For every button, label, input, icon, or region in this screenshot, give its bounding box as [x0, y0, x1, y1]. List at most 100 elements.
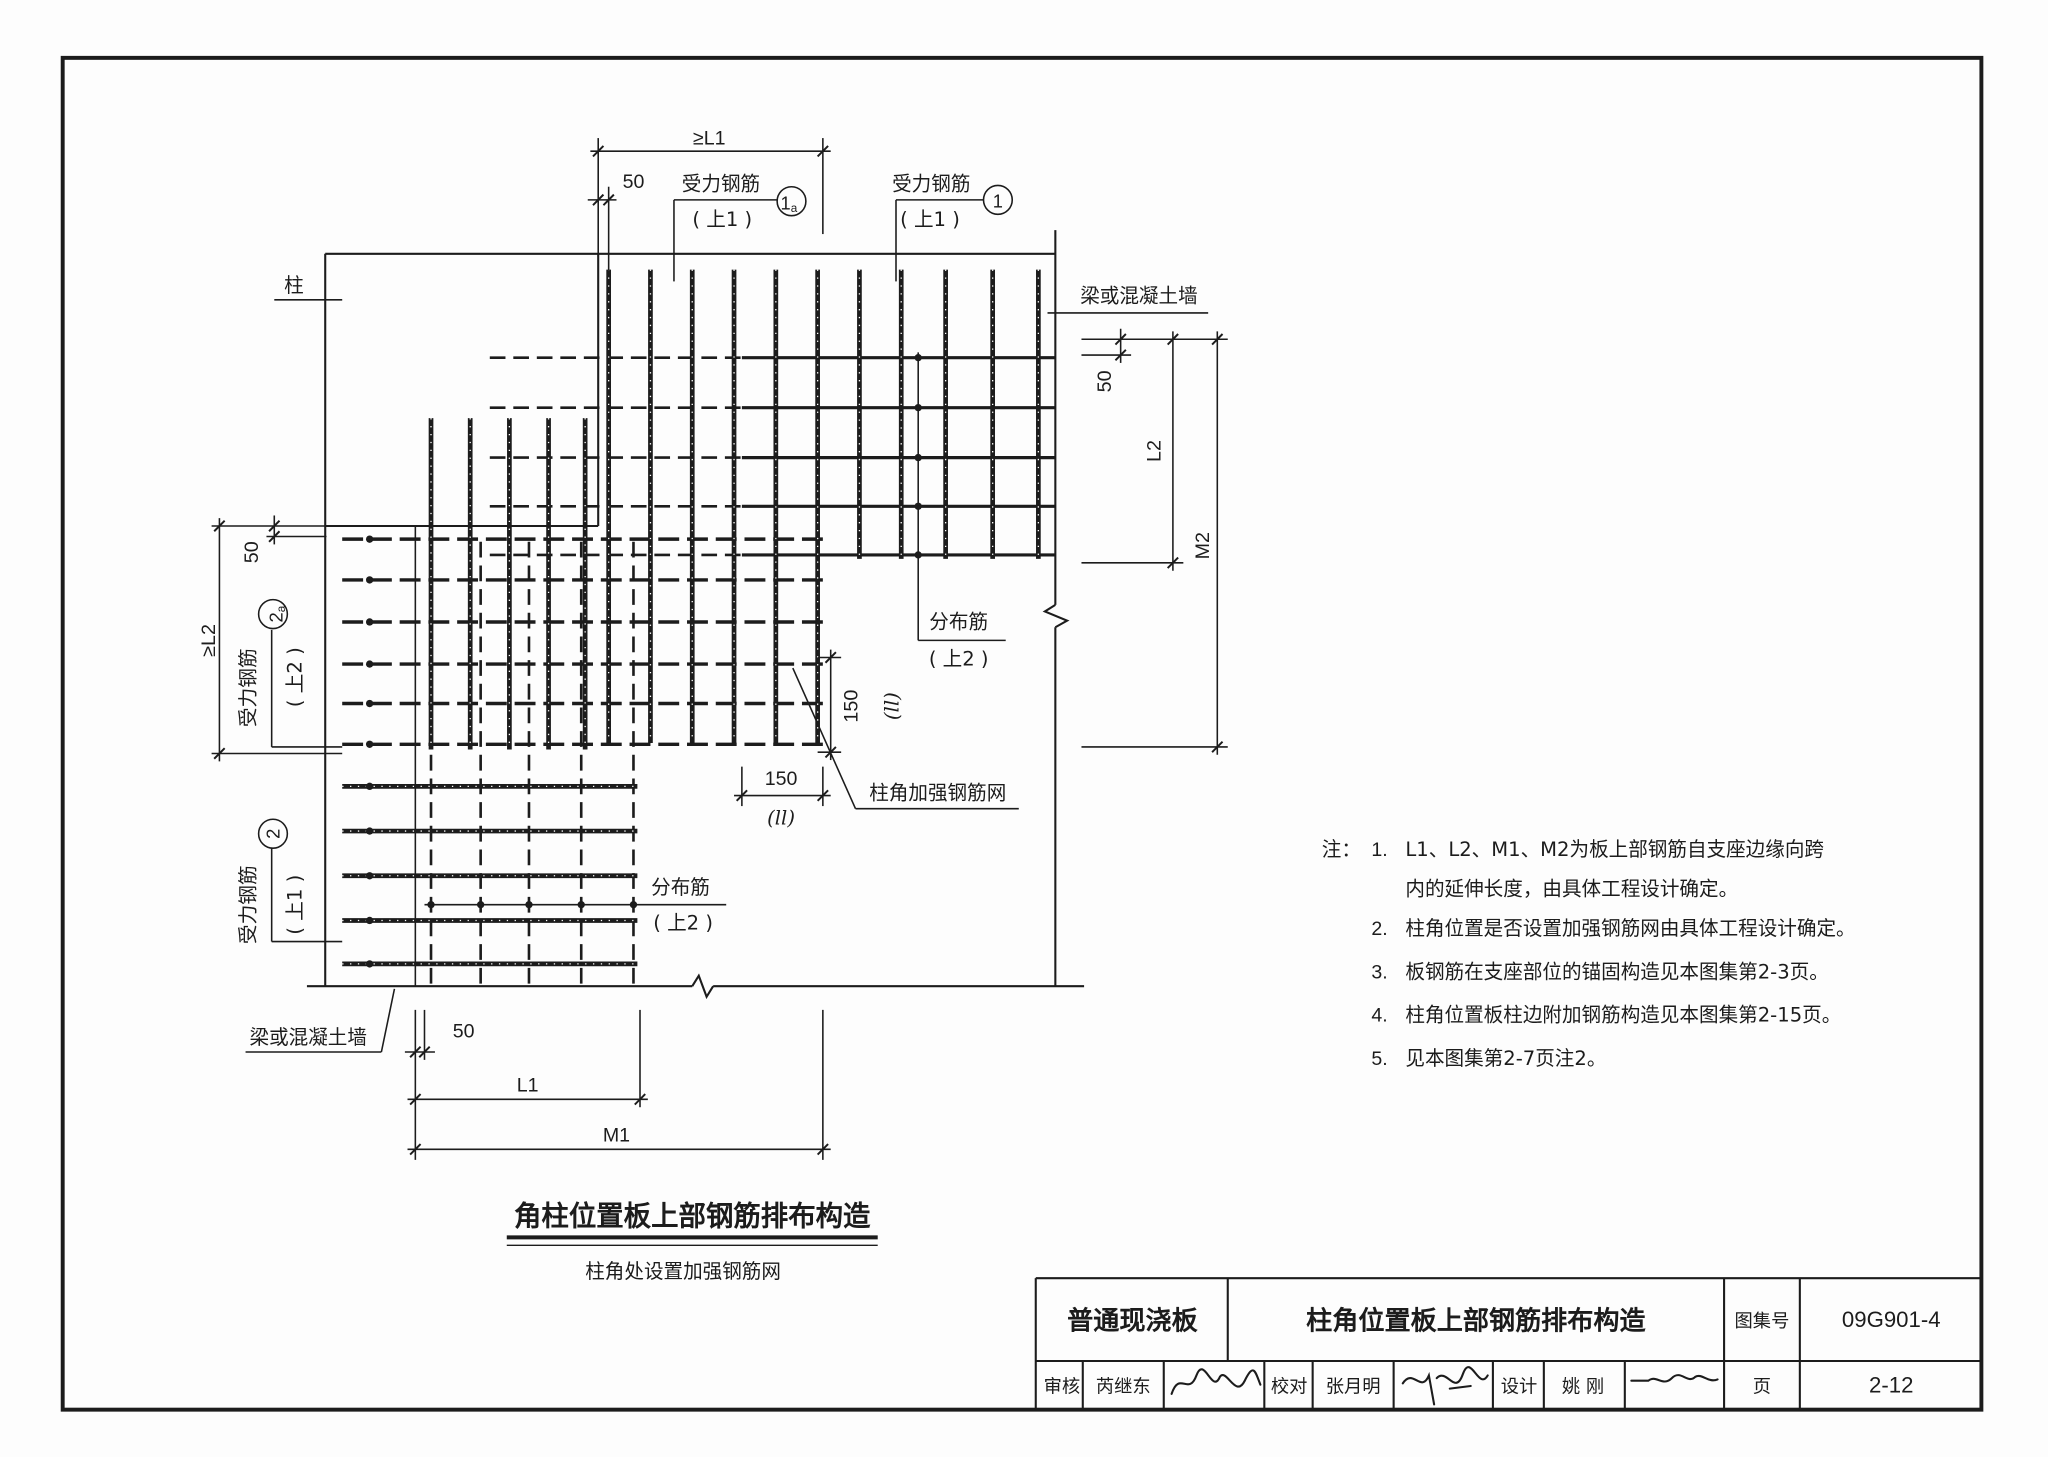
- dim-right-m2-label: M2: [1192, 532, 1214, 559]
- drawing-subtitle: 柱角处设置加强钢筋网: [585, 1260, 781, 1283]
- rebar-2a-layer: ( 上2 ): [284, 647, 307, 707]
- rebar-2a-dot-5: [365, 699, 374, 708]
- checker-signature: [1401, 1366, 1489, 1406]
- dim-right-l2-label: L2: [1144, 440, 1166, 462]
- dim-top-50-label: 50: [623, 171, 645, 193]
- notes-prefix: 注：: [1322, 838, 1361, 861]
- marker-2a: 2a: [257, 598, 289, 630]
- rebar-2-dot-5: [365, 960, 374, 968]
- tb-checker-role: 校对: [1271, 1377, 1308, 1398]
- note-5-num: 5.: [1371, 1048, 1387, 1070]
- tb-category: 普通现浇板: [1067, 1305, 1198, 1336]
- rebar-2a-dot-3: [365, 618, 374, 626]
- rebar-2-dot-1: [365, 782, 374, 791]
- tb-page-number: 2-12: [1869, 1372, 1913, 1397]
- rebar-2-dot-2: [365, 827, 374, 835]
- marker-2a-sub: a: [274, 605, 287, 612]
- break-symbol-bottom: [691, 973, 715, 1000]
- marker-2a-num: 2: [265, 612, 286, 622]
- tb-page-label: 页: [1753, 1377, 1771, 1398]
- dim-right-50-label: 50: [1094, 370, 1116, 392]
- dim-bottom-l1-label: L1: [517, 1074, 539, 1096]
- lap-corner-v-label: (ll): [881, 692, 904, 720]
- rebar-2a-dot-2: [365, 576, 374, 584]
- dim-bottom-50-label: 50: [453, 1020, 475, 1042]
- dim-left-l2-label: ≥L2: [198, 624, 220, 657]
- title-block: 普通现浇板 柱角位置板上部钢筋排布构造 图集号 09G901-4 审核 芮继东 …: [1034, 1277, 1982, 1410]
- dimension-layer: [211, 138, 1228, 1160]
- notes: 注： 1. L1、L2、M1、M2为板上部钢筋自支座边缘向跨 内的延伸长度，由具…: [1322, 838, 1856, 1070]
- dim-corner-v-label: 150: [841, 690, 863, 723]
- tb-atlas-label: 图集号: [1735, 1311, 1790, 1332]
- designer-signature: [1630, 1374, 1719, 1383]
- note-2-line-1: 柱角位置是否设置加强钢筋网由具体工程设计确定。: [1405, 917, 1855, 940]
- distribution-upper-layer: ( 上2 ): [929, 647, 989, 670]
- tb-designer: 姚 刚: [1562, 1377, 1604, 1398]
- marker-1a: 1a: [776, 185, 807, 217]
- label-layer: 柱 ≥L1 50 受力钢筋 ( 上1 ) 1a 受力钢筋 ( 上1 ) 1 梁或…: [198, 128, 1214, 1147]
- distribution-upper-name: 分布筋: [929, 611, 988, 634]
- rebar-2-dot-4: [365, 916, 374, 925]
- leader-mesh-diag: [792, 667, 857, 810]
- column-label: 柱: [284, 274, 304, 297]
- rebar-2-layer: ( 上1 ): [284, 875, 307, 935]
- marker-1-ring: [982, 184, 1014, 216]
- distribution-lower-name: 分布筋: [651, 876, 710, 899]
- drawing-title: 角柱位置板上部钢筋排布构造: [514, 1200, 871, 1232]
- sheet-frame: [60, 55, 1984, 1412]
- marker-1-num: 1: [993, 191, 1003, 212]
- marker-2a-text: 2a: [265, 605, 287, 622]
- note-1-line-2: 内的延伸长度，由具体工程设计确定。: [1405, 877, 1738, 900]
- note-5-line-1: 见本图集第2-7页注2。: [1405, 1047, 1606, 1070]
- rebar-2-name: 受力钢筋: [237, 865, 260, 944]
- rebar-2a-dot-1: [365, 535, 374, 543]
- rebar-1-layer: ( 上1 ): [900, 208, 960, 231]
- rebar-2a-dot-6: [365, 740, 374, 748]
- corner-mesh-label: 柱角加强钢筋网: [869, 781, 1006, 804]
- note-2-num: 2.: [1371, 918, 1387, 940]
- note-3-line-1: 板钢筋在支座部位的锚固构造见本图集第2-3页。: [1405, 960, 1828, 983]
- tb-atlas-number: 09G901-4: [1842, 1307, 1941, 1332]
- note-4-num: 4.: [1371, 1005, 1387, 1027]
- tb-checker: 张月明: [1326, 1377, 1381, 1398]
- note-3-num: 3.: [1371, 961, 1387, 983]
- reviewer-signature: [1170, 1368, 1262, 1395]
- support-label-right: 梁或混凝土墙: [1080, 284, 1197, 307]
- leader-layer: [245, 199, 1209, 1053]
- marker-2-ring: [257, 818, 289, 849]
- tb-reviewer-role: 审核: [1044, 1377, 1081, 1398]
- marker-1a-text: 1a: [781, 192, 798, 214]
- dim-left-50-label: 50: [241, 541, 263, 563]
- rebar-2a-name: 受力钢筋: [237, 648, 260, 727]
- note-4-line-1: 柱角位置板柱边附加钢筋构造见本图集第2-15页。: [1405, 1004, 1841, 1027]
- tb-reviewer: 芮继东: [1096, 1377, 1151, 1398]
- marker-2-num: 2: [263, 829, 284, 839]
- rebar-1a-name: 受力钢筋: [682, 173, 760, 196]
- rebar-2-dot-3: [365, 872, 374, 880]
- marker-2a-ring: [257, 598, 289, 630]
- marker-1a-ring: [776, 185, 807, 217]
- marker-1a-num: 1: [781, 192, 791, 213]
- tb-drawing-name: 柱角位置板上部钢筋排布构造: [1306, 1305, 1646, 1336]
- distribution-lower-layer: ( 上2 ): [653, 912, 713, 935]
- dim-bottom-m1-label: M1: [603, 1124, 630, 1146]
- rebar-2a-dot-4: [365, 660, 374, 668]
- rebar-layer: [342, 269, 1056, 987]
- rebar-1-name: 受力钢筋: [892, 173, 970, 196]
- note-1-line-1: L1、L2、M1、M2为板上部钢筋自支座边缘向跨: [1405, 838, 1824, 861]
- support-label-bottom: 梁或混凝土墙: [250, 1026, 367, 1049]
- drawing-title-block: 角柱位置板上部钢筋排布构造 柱角处设置加强钢筋网: [506, 1200, 878, 1283]
- lap-corner-h-label: (ll): [767, 806, 795, 829]
- tb-designer-role: 设计: [1501, 1377, 1538, 1398]
- leader-support-bottom-diag: [380, 988, 396, 1053]
- marker-1: 1: [982, 184, 1014, 216]
- rebar-1a-layer: ( 上1 ): [692, 208, 752, 231]
- dim-corner-h-label: 150: [765, 768, 798, 790]
- marker-2: 2: [257, 818, 289, 849]
- marker-1a-sub: a: [791, 201, 798, 214]
- dim-top-l1-label: ≥L1: [693, 128, 726, 150]
- note-1-num: 1.: [1371, 839, 1387, 861]
- break-symbol-right: [1042, 603, 1070, 629]
- outline-layer: [306, 230, 1085, 1000]
